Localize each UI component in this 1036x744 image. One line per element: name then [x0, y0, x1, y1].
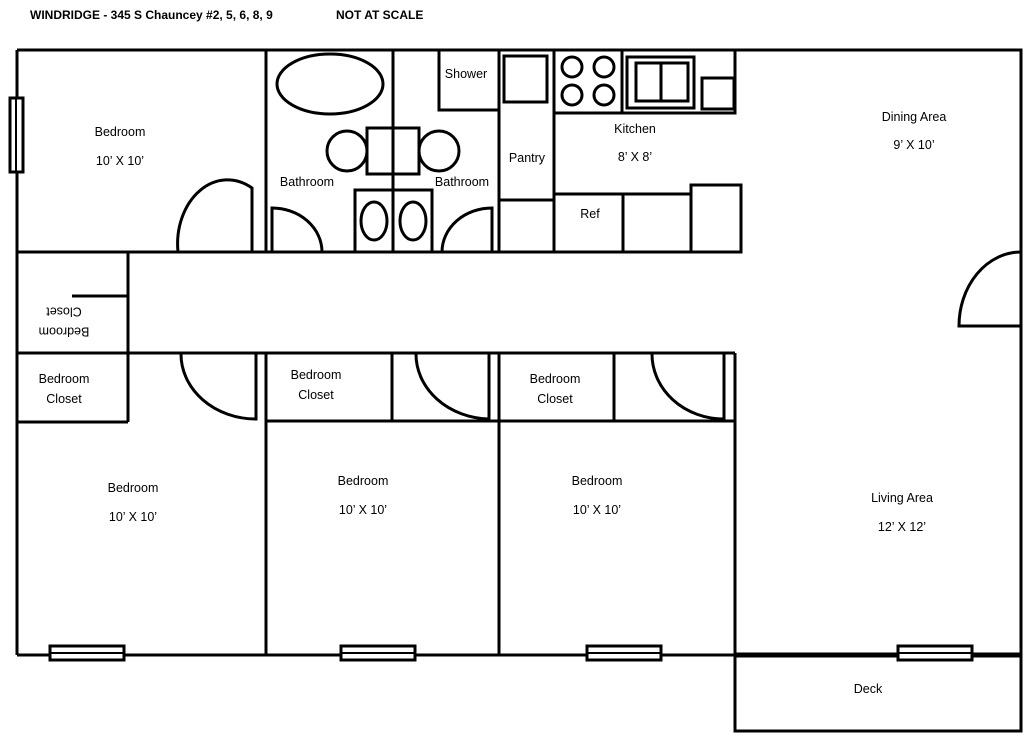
closet-label: Bedroom	[38, 372, 90, 386]
sink-icon	[359, 200, 389, 242]
room-size: 12’ X 12’	[877, 520, 927, 534]
room-size: 10’ X 10’	[95, 154, 145, 168]
room-size: 9’ X 10’	[893, 138, 935, 152]
door-swing-icon	[414, 352, 491, 421]
sink-icon	[398, 200, 428, 242]
door-swing-icon	[957, 250, 1022, 328]
toilet-icon	[417, 129, 461, 173]
room-label: Deck	[853, 682, 883, 696]
door-swing-icon	[176, 178, 254, 253]
room-label: Shower	[444, 67, 488, 81]
room-label: Bedroom	[337, 474, 389, 488]
room-label: Bathroom	[434, 175, 490, 189]
stove-burner-icon	[592, 55, 616, 79]
door-swing-icon	[650, 352, 726, 421]
plan-title: WINDRIDGE - 345 S Chauncey #2, 5, 6, 8, …	[30, 8, 273, 22]
room-label: Kitchen	[614, 122, 656, 136]
toilet-icon	[325, 129, 369, 173]
room-size: 10’ X 10’	[338, 503, 388, 517]
room-label: Pantry	[508, 151, 546, 165]
room-label: Bedroom	[94, 125, 146, 139]
closet-label: Closet	[46, 304, 82, 319]
room-size: 10’ X 10’	[572, 503, 622, 517]
stove-burner-icon	[592, 83, 616, 107]
closet-label: Closet	[298, 388, 334, 402]
door-swing-icon	[440, 206, 494, 253]
room-label: Bedroom	[571, 474, 623, 488]
scale-note: NOT AT SCALE	[336, 8, 424, 22]
closet-label: Closet	[537, 392, 573, 406]
room-size: 10’ X 10’	[108, 510, 158, 524]
room-label: Bedroom	[107, 481, 159, 495]
door-swing-icon	[270, 206, 324, 253]
closet-label: Closet	[46, 392, 82, 406]
door-swing-icon	[179, 352, 258, 421]
room-size: 8’ X 8’	[617, 150, 653, 164]
bathtub-icon	[275, 52, 385, 116]
closet-label: Bedroom	[290, 368, 342, 382]
appliance-label: Ref	[580, 207, 600, 221]
stove-burner-icon	[560, 55, 584, 79]
room-label: Dining Area	[881, 110, 947, 124]
room-label: Bathroom	[279, 175, 335, 189]
stove-burner-icon	[560, 83, 584, 107]
kitchen-sink-icon	[625, 55, 696, 110]
room-label: Living Area	[871, 491, 933, 505]
closet-label: Bedroom	[38, 324, 90, 339]
closet-label: Bedroom	[529, 372, 581, 386]
